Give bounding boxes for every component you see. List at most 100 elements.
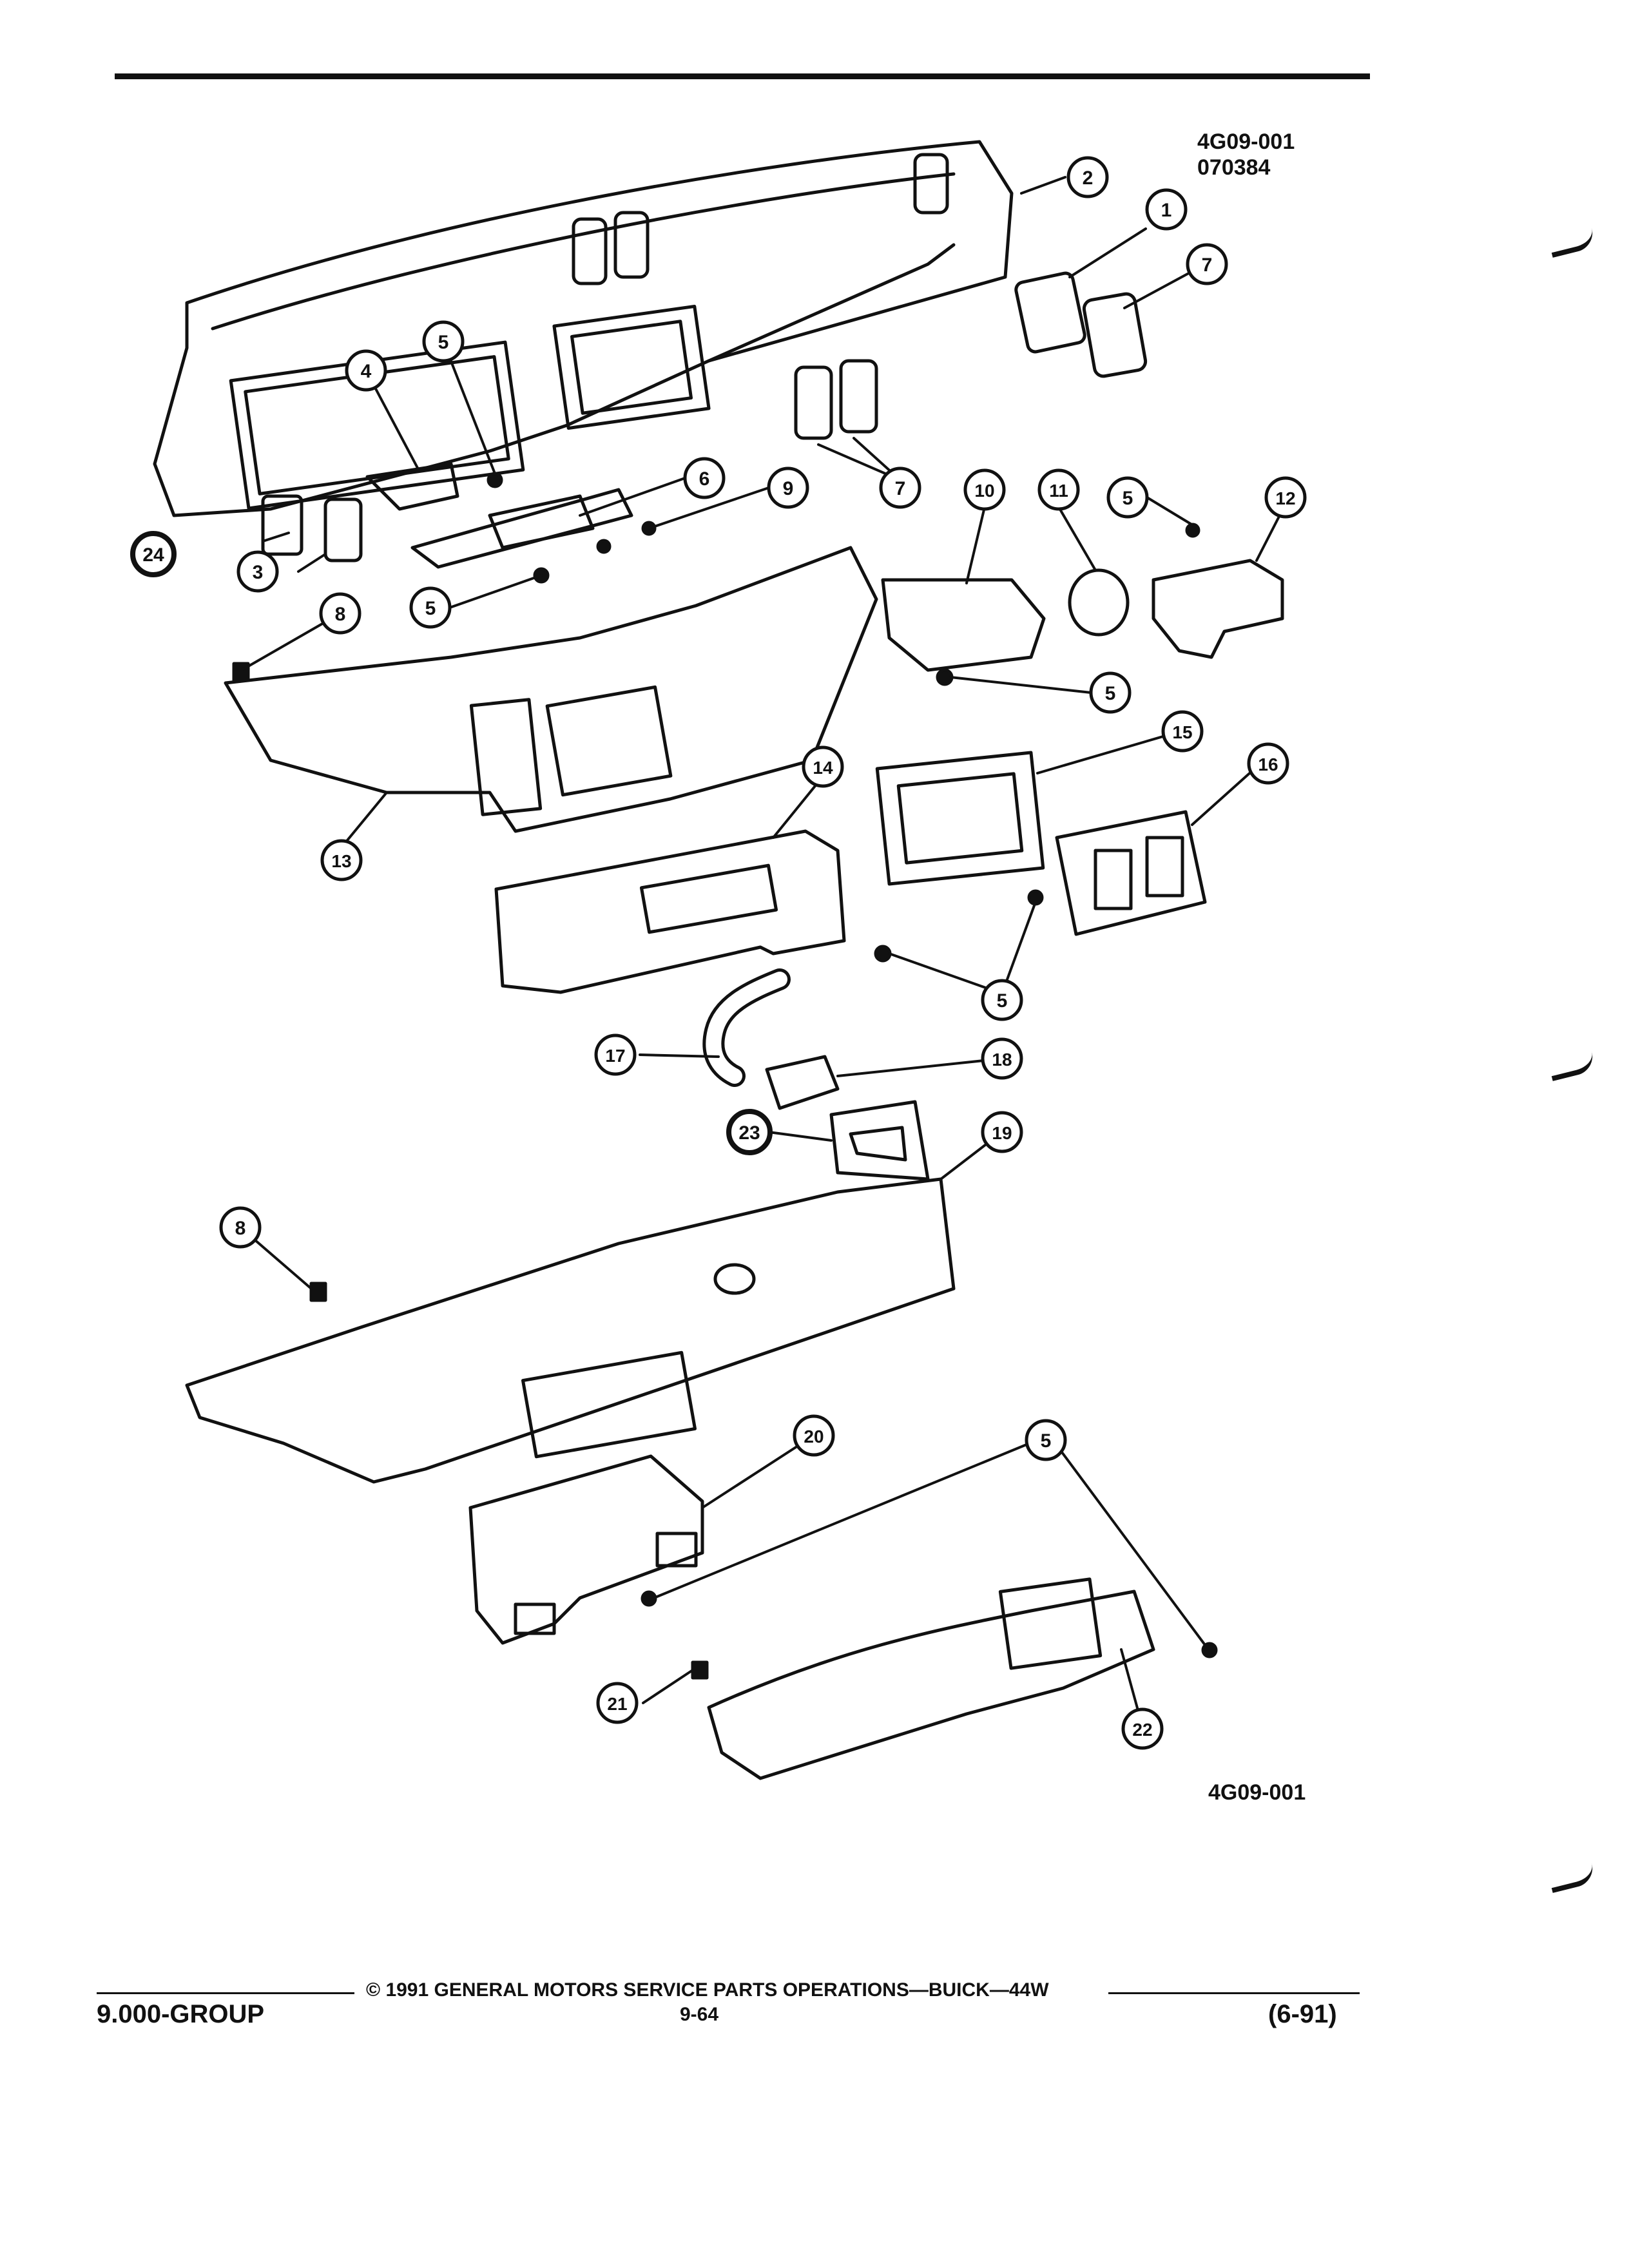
callout-8a: 8 — [319, 592, 361, 635]
duct-20-lower-outlet — [514, 1602, 556, 1635]
callout-16: 16 — [1247, 742, 1289, 785]
svg-text:10: 10 — [974, 481, 994, 501]
svg-text:5: 5 — [1123, 488, 1133, 509]
footer-page-number: 9-64 — [680, 2004, 719, 2025]
bezel-15-opening — [896, 772, 1024, 865]
callout-15: 15 — [1161, 710, 1204, 753]
svg-text:15: 15 — [1172, 722, 1192, 742]
footer-copyright: © 1991 GENERAL MOTORS SERVICE PARTS OPER… — [366, 1979, 1049, 2001]
duct-22-housing — [998, 1577, 1103, 1670]
svg-text:5: 5 — [438, 332, 449, 353]
outlet-7-right — [1082, 292, 1148, 378]
callout-5c: 5 — [409, 586, 452, 629]
svg-text:7: 7 — [895, 478, 906, 499]
duct-20-outlet — [655, 1532, 698, 1568]
vent-bezel-1 — [1014, 271, 1086, 354]
callout-5a: 5 — [422, 320, 465, 363]
footer-revision: (6-91) — [1268, 2000, 1337, 2028]
callout-2: 2 — [1066, 156, 1109, 198]
seal-23 — [829, 1100, 930, 1181]
top-rule — [115, 73, 1370, 79]
footer-group: 9.000-GROUP — [97, 2000, 265, 2028]
callout-24: 24 — [130, 531, 177, 577]
svg-text:5: 5 — [1041, 1430, 1052, 1452]
hose-17-inner — [706, 972, 787, 1084]
svg-text:20: 20 — [804, 1427, 824, 1446]
duct-20 — [468, 1454, 704, 1645]
callout-1: 1 — [1145, 188, 1188, 231]
callout-23: 23 — [726, 1109, 773, 1155]
svg-text:6: 6 — [699, 468, 710, 490]
outlet-7-b — [839, 359, 878, 434]
footer-rule-left — [97, 1992, 354, 1994]
callout-7b: 7 — [879, 466, 921, 509]
callout-17: 17 — [594, 1033, 637, 1076]
svg-text:24: 24 — [142, 544, 164, 566]
callout-7a: 7 — [1186, 243, 1228, 285]
svg-text:13: 13 — [331, 851, 351, 871]
duct-13-outlet — [545, 685, 673, 797]
callout-5d: 5 — [1089, 671, 1132, 714]
svg-text:9: 9 — [783, 478, 794, 499]
callout-9: 9 — [767, 466, 809, 509]
callout-20: 20 — [793, 1414, 835, 1457]
duct-13 — [224, 546, 878, 833]
callout-3: 3 — [236, 550, 279, 593]
leader-lines — [239, 176, 1287, 1728]
bezel-16-slot-a — [1094, 849, 1133, 910]
duct-14 — [494, 829, 846, 994]
svg-text:1: 1 — [1161, 200, 1172, 221]
callout-22: 22 — [1121, 1707, 1164, 1750]
svg-text:19: 19 — [992, 1123, 1012, 1143]
svg-text:22: 22 — [1132, 1720, 1152, 1740]
callout-6: 6 — [683, 457, 726, 499]
svg-text:21: 21 — [607, 1694, 627, 1714]
outlet-24 — [261, 494, 304, 556]
duct-19 — [185, 1177, 956, 1484]
svg-text:4: 4 — [361, 361, 372, 382]
svg-text:8: 8 — [335, 604, 346, 625]
callout-4: 4 — [345, 349, 387, 392]
drawing-date-code: 070384 — [1197, 155, 1271, 180]
svg-text:2: 2 — [1083, 168, 1094, 189]
callout-14: 14 — [802, 745, 844, 788]
duct-22 — [707, 1590, 1155, 1780]
svg-text:5: 5 — [997, 990, 1008, 1012]
connector-18 — [765, 1055, 840, 1110]
outlet-3 — [323, 497, 363, 562]
svg-text:16: 16 — [1258, 754, 1278, 774]
callout-21: 21 — [596, 1682, 639, 1724]
svg-text:5: 5 — [425, 598, 436, 619]
callout-11: 11 — [1037, 468, 1080, 511]
svg-text:7: 7 — [1202, 255, 1213, 276]
bezel-15 — [875, 751, 1045, 886]
bezel-16-slot-b — [1145, 836, 1184, 898]
bezel-16 — [1055, 810, 1207, 936]
callout-5f: 5 — [1025, 1419, 1067, 1461]
callout-8b: 8 — [219, 1206, 262, 1249]
ring-11 — [1068, 568, 1130, 637]
footer-rule-right — [1108, 1992, 1360, 1994]
callout-5e: 5 — [981, 979, 1023, 1021]
callout-12: 12 — [1264, 476, 1307, 519]
duct-13-side-outlet — [469, 698, 543, 816]
callout-10: 10 — [963, 468, 1006, 511]
callout-13: 13 — [320, 839, 363, 881]
figure-code-bottom: 4G09-001 — [1208, 1780, 1306, 1805]
outlet-12 — [1152, 559, 1284, 659]
callout-18: 18 — [981, 1037, 1023, 1080]
svg-text:23: 23 — [738, 1122, 760, 1144]
svg-text:3: 3 — [253, 562, 264, 583]
callout-5b: 5 — [1106, 476, 1149, 519]
svg-text:5: 5 — [1105, 683, 1116, 704]
duct-19-outlet — [521, 1350, 697, 1459]
svg-text:18: 18 — [992, 1050, 1012, 1070]
svg-text:12: 12 — [1275, 488, 1295, 508]
drawing-code: 4G09-001 — [1197, 130, 1295, 154]
svg-text:17: 17 — [605, 1046, 625, 1066]
duct-14-channel — [639, 863, 778, 934]
svg-text:11: 11 — [1049, 481, 1068, 501]
deflector-6 — [410, 488, 633, 569]
outlet-7-a — [794, 365, 833, 440]
